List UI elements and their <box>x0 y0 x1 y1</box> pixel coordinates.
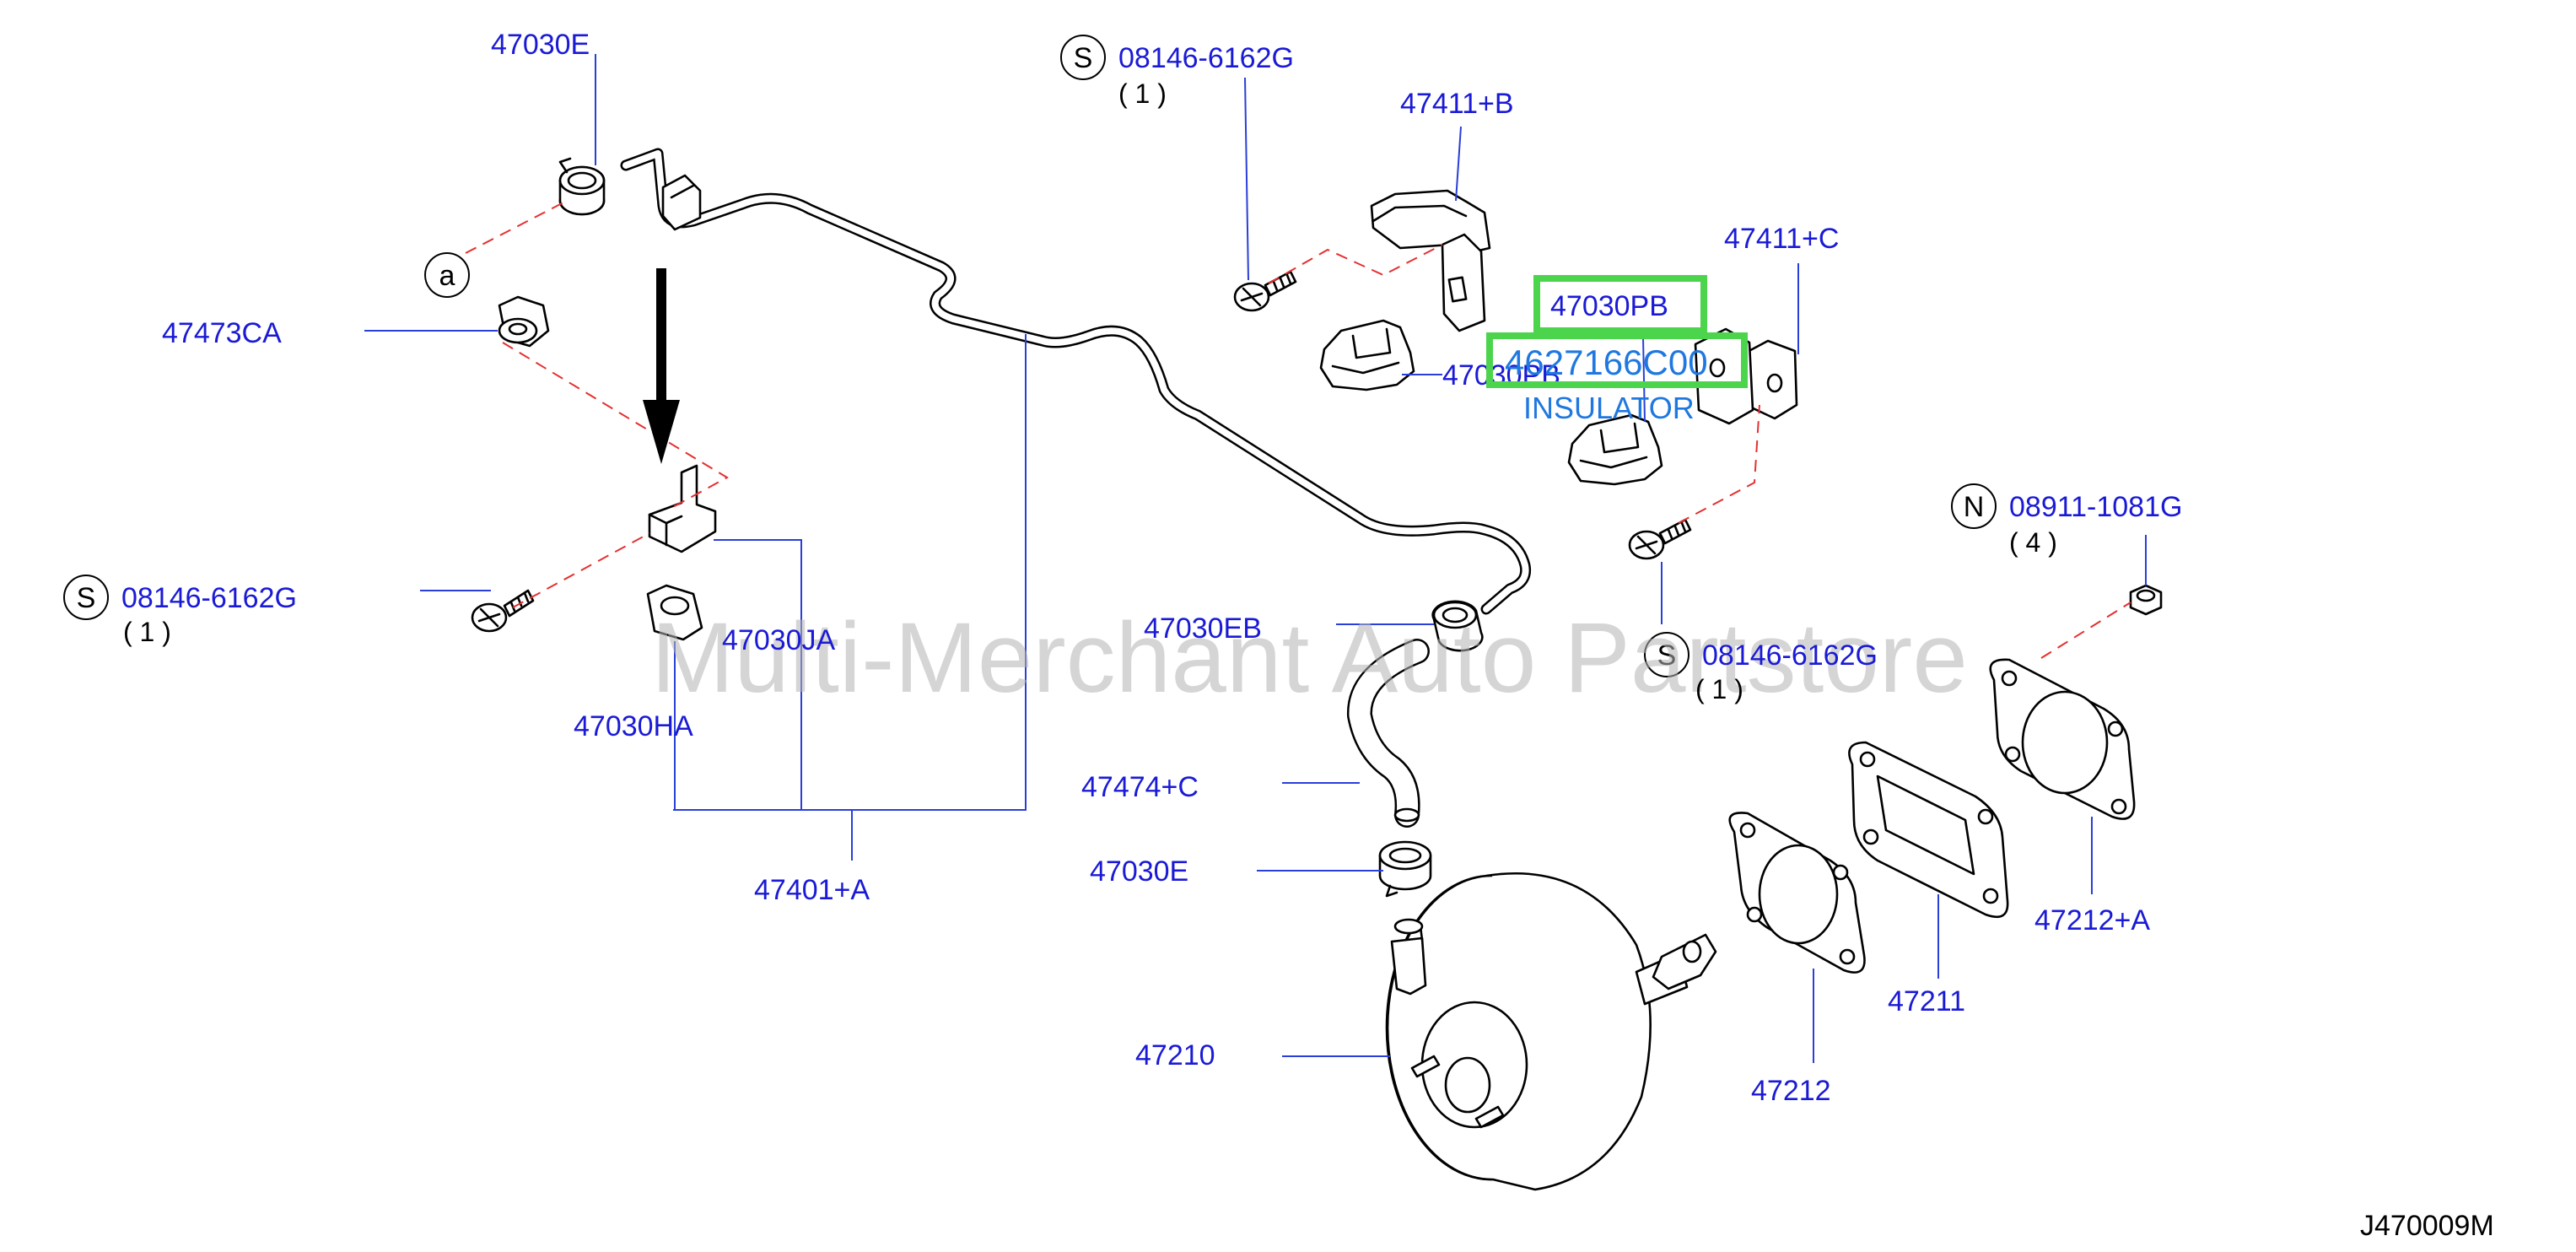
hose-clamp-47030e-bottom <box>1378 840 1432 898</box>
part-labels: 47030E 08146-6162G ( 1 ) 47411+B 47411+C… <box>121 29 2182 1107</box>
insulator-47030pb-lower <box>1567 413 1663 486</box>
symbol-s-right: S <box>1657 639 1677 672</box>
brake-booster-47210 <box>1385 872 1717 1191</box>
label-08146-6162g-top[interactable]: 08146-6162G <box>1118 42 1294 74</box>
label-47030ha[interactable]: 47030HA <box>574 710 693 742</box>
pipe-clip-top <box>661 174 702 231</box>
symbol-s-left: S <box>77 582 96 614</box>
label-08911-1081g[interactable]: 08911-1081G <box>2009 491 2182 523</box>
label-47401a[interactable]: 47401+A <box>754 874 870 906</box>
insulator-47030ha <box>646 584 703 641</box>
label-08146-6162g-top-qty: ( 1 ) <box>1118 78 1167 109</box>
hose-clamp-47030e-top <box>558 157 606 216</box>
view-direction-arrow <box>643 268 680 464</box>
bracket-47411c <box>1694 327 1798 425</box>
grommet-47473ca <box>498 295 550 348</box>
label-47211[interactable]: 47211 <box>1888 985 1965 1017</box>
highlight-part-label[interactable]: 47030PB <box>1550 290 1668 322</box>
label-47212[interactable]: 47212 <box>1751 1075 1831 1107</box>
insulator-47030pb-upper <box>1319 319 1415 391</box>
label-47473ca[interactable]: 47473CA <box>162 317 282 349</box>
watermark: Multi-Merchant Auto Partstore <box>651 602 1968 714</box>
vacuum-hose-47474c <box>1347 639 1430 828</box>
highlight-box-number <box>1486 332 1748 388</box>
plate-47211 <box>1848 741 2009 919</box>
hose-clamp-47030eb <box>1431 600 1484 652</box>
symbol-circle-n: N <box>1951 483 1997 529</box>
label-47474c[interactable]: 47474+C <box>1081 771 1199 803</box>
label-47411c[interactable]: 47411+C <box>1724 223 1839 255</box>
bracket-47030ja <box>648 464 717 553</box>
label-08146-6162g-right-qty: ( 1 ) <box>1695 674 1743 704</box>
label-47411b[interactable]: 47411+B <box>1400 88 1514 120</box>
highlight-description: INSULATOR <box>1523 391 1695 425</box>
diagram-code: J470009M <box>2360 1210 2494 1242</box>
label-47030e-top[interactable]: 47030E <box>491 29 590 61</box>
bolt-08146-6162g-top <box>1233 270 1297 312</box>
label-47212a[interactable]: 47212+A <box>2034 904 2150 936</box>
label-08911-1081g-qty: ( 4 ) <box>2009 527 2057 558</box>
highlight-box-label <box>1533 275 1707 334</box>
bolt-08146-6162g-right <box>1628 518 1692 560</box>
symbol-n: N <box>1964 491 1985 523</box>
label-47210[interactable]: 47210 <box>1135 1039 1215 1071</box>
symbol-s-top: S <box>1074 42 1093 74</box>
label-08146-6162g-left[interactable]: 08146-6162G <box>121 582 297 614</box>
label-08146-6162g-left-qty: ( 1 ) <box>123 617 171 647</box>
symbol-circle-s-right: S <box>1644 632 1689 677</box>
leader-lines <box>364 54 2147 1063</box>
bolt-08146-6162g-left <box>471 589 535 633</box>
gasket-47212 <box>1728 812 1866 974</box>
label-08146-6162g-right[interactable]: 08146-6162G <box>1702 639 1878 672</box>
highlighted-part: 47030PB 4627166C00 INSULATOR <box>1486 275 1748 425</box>
brake-pipe-47401 <box>620 148 1532 615</box>
gasket-47212a <box>1989 658 2136 820</box>
symbol-circle-s-left: S <box>63 575 109 620</box>
assembly-dash-lines <box>465 200 2131 659</box>
label-47030ja[interactable]: 47030JA <box>722 624 836 656</box>
symbol-a: a <box>439 260 455 292</box>
label-47030eb[interactable]: 47030EB <box>1144 613 1262 645</box>
label-47030e-bottom[interactable]: 47030E <box>1090 855 1188 888</box>
symbol-circle-a: a <box>424 252 470 298</box>
clip-47411b <box>1370 189 1491 332</box>
symbol-circle-s-top: S <box>1060 35 1106 80</box>
highlight-part-number[interactable]: 4627166C00 <box>1505 343 1708 382</box>
nut-08911-1081g <box>2129 584 2163 616</box>
